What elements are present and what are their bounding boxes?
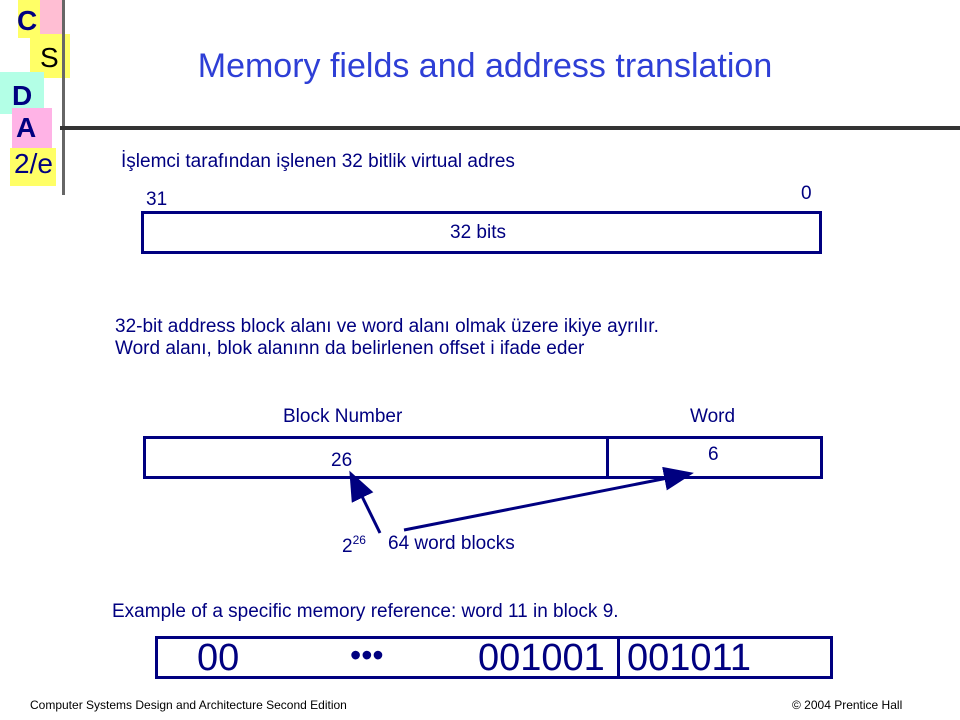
- virtual-address-caption: İşlemci tarafından işlenen 32 bitlik vir…: [121, 151, 515, 172]
- logo-block-pink-top: [40, 0, 62, 34]
- word-header: Word: [690, 406, 736, 427]
- split-description-line2: Word alanı, blok alanınn da belirlenen o…: [115, 338, 585, 359]
- logo-letter-a: A: [16, 112, 37, 143]
- logo-block-yellow-bottom: [10, 148, 56, 186]
- footer-right: © 2004 Prentice Hall: [792, 698, 903, 712]
- arrow-to-word-field: [403, 466, 694, 532]
- example-caption: Example of a specific memory reference: …: [112, 601, 619, 622]
- example-block-value: 001001: [478, 637, 605, 679]
- example-prefix: 00: [197, 637, 240, 679]
- blocks-count-label: 226: [342, 533, 366, 558]
- full-field-label: 32 bits: [450, 222, 506, 243]
- blocks-exponent: 26: [352, 533, 366, 547]
- example-word-value: 001011: [627, 637, 751, 679]
- logo-letter-s: S: [40, 42, 59, 73]
- word-bits-label: 6: [708, 444, 719, 465]
- logo-letter-c: C: [17, 5, 38, 36]
- blocks-base: 2: [342, 536, 353, 557]
- header-horizontal-rule: [60, 126, 960, 130]
- bit-high-label: 31: [146, 189, 168, 210]
- logo-edition: 2/e: [14, 148, 53, 179]
- block-word-field: 26 6: [143, 436, 823, 479]
- logo-letter-d: D: [12, 80, 33, 111]
- split-description-line1: 32-bit address block alanı ve word alanı…: [115, 316, 659, 337]
- block-bits-label: 26: [331, 450, 353, 471]
- block-word-divider: [606, 436, 609, 479]
- page-title: Memory fields and address translation: [197, 47, 773, 85]
- example-address-field: [155, 636, 833, 679]
- header-vertical-rule: [62, 0, 65, 195]
- word-blocks-label: 64 word blocks: [388, 533, 515, 554]
- full-address-field: 32 bits: [141, 211, 822, 254]
- example-divider: [617, 636, 620, 679]
- logo-block-cyan: [0, 72, 44, 114]
- bit-low-label: 0: [801, 183, 812, 204]
- logo-block-pink: [12, 108, 52, 148]
- block-number-header: Block Number: [283, 406, 403, 427]
- footer-left: Computer Systems Design and Architecture…: [30, 698, 347, 712]
- example-ellipsis: •••: [350, 637, 384, 673]
- arrow-to-block-field: [349, 470, 382, 534]
